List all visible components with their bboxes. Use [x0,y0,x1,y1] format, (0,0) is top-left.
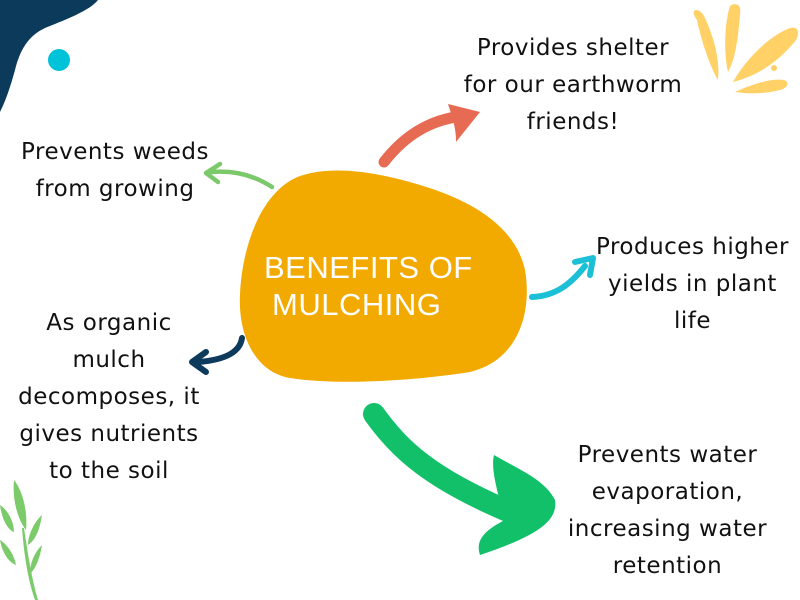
benefit-nutrients-line: to the soil [49,458,169,484]
benefit-water-line: retention [612,553,723,579]
benefit-shelter-line: Provides shelter [476,35,670,61]
center-title: BENEFITS OF MULCHING [264,249,473,323]
leaf-sprig-decoration [0,480,42,600]
benefit-yields-line: life [673,308,712,334]
center-title-line-1: BENEFITS OF [264,250,473,285]
benefit-water: Prevents water evaporation, increasing w… [555,437,780,585]
benefit-water-line: evaporation, [591,479,744,505]
benefit-weeds-line: Prevents weeds [21,139,209,165]
arrow-yields [529,255,596,300]
benefit-nutrients-line: decomposes, it [18,384,200,410]
benefit-water-line: increasing water [567,516,768,542]
arrow-nutrients [189,335,245,375]
benefit-water-line: Prevents water [577,442,758,468]
cyan-dot [48,49,70,71]
benefit-shelter: Provides shelter for our earthworm frien… [418,30,728,141]
benefit-shelter-line: friends! [526,109,620,135]
benefit-shelter-line: for our earthworm [463,72,683,98]
arrow-weeds [203,161,275,190]
benefit-yields-line: yields in plant [608,271,777,297]
center-blob [239,170,527,382]
benefit-yields: Produces higher yields in plant life [580,229,800,340]
center-title-line-2: MULCHING [272,287,442,322]
benefit-nutrients: As organic mulch decomposes, it gives nu… [0,305,218,490]
benefit-weeds-line: from growing [35,176,195,202]
corner-blob [0,0,98,112]
benefit-nutrients-line: As organic [46,310,172,336]
benefit-yields-line: Produces higher [595,234,789,260]
benefit-nutrients-line: gives nutrients [19,421,199,447]
arrow-shelter [378,104,480,168]
splash-decoration [693,4,798,94]
benefit-nutrients-line: mulch [72,347,146,373]
arrow-water [363,403,556,555]
benefit-weeds: Prevents weeds from growing [8,134,222,208]
